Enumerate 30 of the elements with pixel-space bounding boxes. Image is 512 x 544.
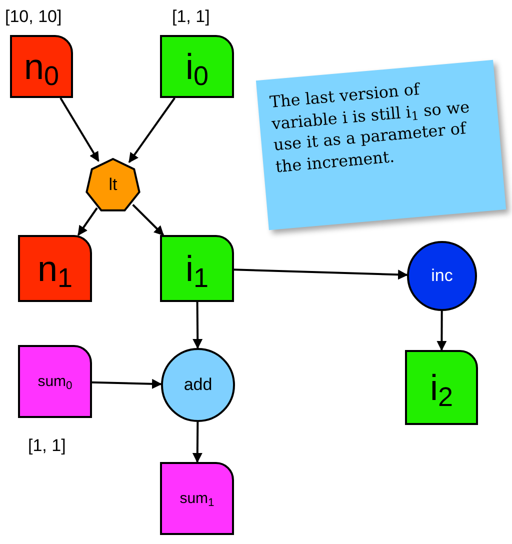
- node-label: sum$_{0}$: [38, 374, 72, 389]
- node-label: i$_{2}$: [430, 370, 454, 406]
- arrow: [132, 204, 164, 236]
- arrow: [92, 378, 162, 389]
- variable-box: [18, 345, 92, 418]
- node-label: add: [184, 374, 212, 396]
- arrow: [192, 302, 203, 349]
- arrow: [436, 311, 447, 351]
- variable-box: [405, 350, 478, 425]
- node-label: lt: [108, 174, 118, 196]
- arrow: [128, 97, 176, 163]
- node-label: i$_{0}$: [185, 48, 209, 84]
- arrow: [60, 97, 100, 162]
- variable-box: [160, 462, 234, 535]
- variable-box: [160, 35, 234, 98]
- node-label: sum$_{1}$: [180, 491, 214, 506]
- operation-heptagon: [85, 157, 141, 213]
- value-label: [1, 1]: [28, 435, 66, 457]
- arrow: [77, 207, 98, 236]
- arrow: [234, 268, 408, 280]
- node-label: i$_{1}$: [185, 250, 209, 286]
- value-label: [1, 1]: [172, 6, 210, 28]
- variable-box: [18, 235, 92, 302]
- variable-box: [10, 35, 73, 98]
- node-label: inc: [431, 265, 453, 288]
- node-label: n$_{0}$: [24, 48, 60, 84]
- arrow: [192, 422, 202, 463]
- variable-box: [160, 235, 234, 302]
- value-label: [10, 10]: [5, 6, 62, 28]
- node-label: n$_{1}$: [37, 250, 73, 286]
